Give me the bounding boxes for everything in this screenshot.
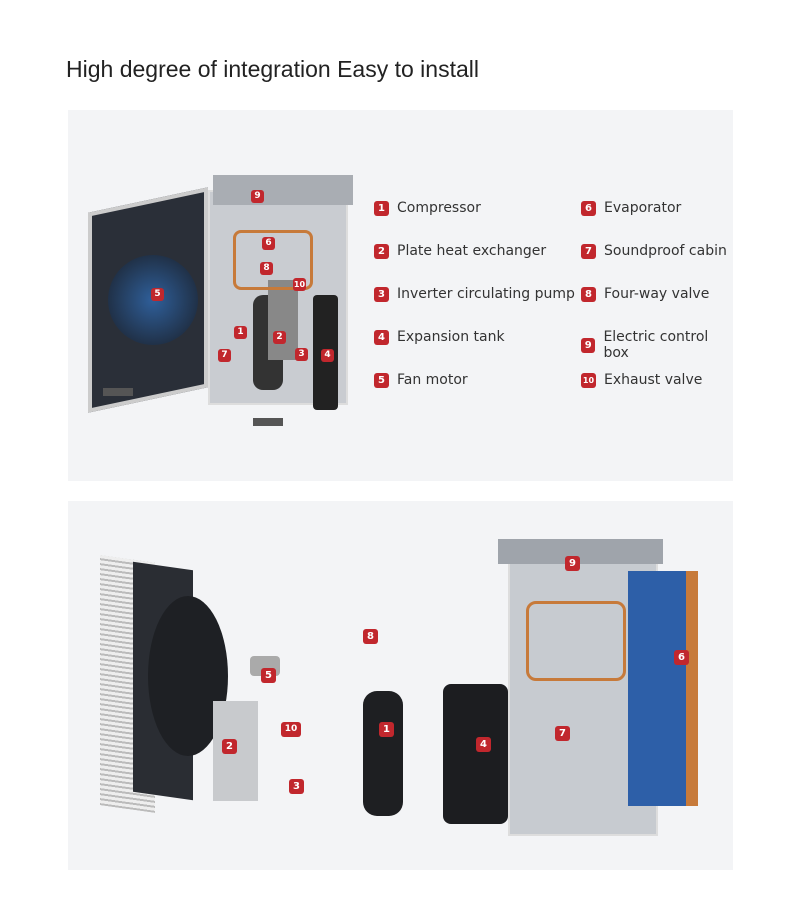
callout-badge-7: 7	[555, 726, 570, 741]
legend-item: 7 Soundproof cabin	[581, 243, 727, 259]
legend-item: 1 Compressor	[374, 200, 481, 216]
callout-badge-3: 3	[289, 779, 304, 794]
callout-badge-6: 6	[262, 237, 275, 250]
legend-label: Compressor	[397, 200, 481, 216]
legend-item: 2 Plate heat exchanger	[374, 243, 546, 259]
callout-badge-8: 8	[260, 262, 273, 275]
number-badge: 1	[374, 200, 389, 216]
number-badge: 7	[581, 243, 596, 259]
page-title: High degree of integration Easy to insta…	[66, 56, 479, 82]
legend-label: Four-way valve	[604, 286, 710, 302]
callout-badge-1: 1	[379, 722, 394, 737]
legend-item: 5 Fan motor	[374, 372, 468, 388]
legend-item: 6 Evaporator	[581, 200, 681, 216]
number-badge: 3	[374, 286, 389, 302]
assembled-unit-panel: 9 6 8 10 5 1 2 7 3 4 1 Compressor 2 Plate …	[68, 110, 733, 481]
callout-badge-8: 8	[363, 629, 378, 644]
callout-badge-7: 7	[218, 349, 231, 362]
number-badge: 5	[374, 372, 389, 388]
legend-label: Electric control box	[603, 329, 709, 361]
legend-label: Expansion tank	[397, 329, 505, 345]
callout-badge-9: 9	[251, 190, 264, 203]
number-badge: 9	[581, 337, 596, 353]
callout-badge-5: 5	[151, 288, 164, 301]
callout-badge-10: 10	[281, 722, 301, 737]
callout-badge-3: 3	[295, 348, 308, 361]
callout-badge-2: 2	[222, 739, 237, 754]
legend-item: 3 Inverter circulating pump	[374, 286, 575, 302]
callout-badge-4: 4	[476, 737, 491, 752]
legend-label: Evaporator	[604, 200, 682, 216]
legend-item: 10 Exhaust valve	[581, 372, 702, 388]
number-badge: 6	[581, 200, 596, 216]
number-badge: 8	[581, 286, 596, 302]
legend-item: 4 Expansion tank	[374, 329, 505, 345]
callout-badge-10: 10	[293, 278, 306, 291]
callout-badge-2: 2	[273, 331, 286, 344]
legend-label: Soundproof cabin	[604, 243, 727, 259]
number-badge: 2	[374, 243, 389, 259]
callout-badge-6: 6	[674, 650, 689, 665]
callout-badge-4: 4	[321, 349, 334, 362]
legend-label: Plate heat exchanger	[397, 243, 547, 259]
number-badge: 10	[581, 372, 596, 388]
callout-badge-9: 9	[565, 556, 580, 571]
callout-badge-5: 5	[261, 668, 276, 683]
legend-label: Fan motor	[397, 372, 468, 388]
callout-badge-1: 1	[234, 326, 247, 339]
number-badge: 4	[374, 329, 389, 345]
legend-label: Inverter circulating pump	[397, 286, 575, 302]
legend-label: Exhaust valve	[604, 372, 703, 388]
legend-item: 9 Electric control box	[581, 329, 733, 361]
exploded-view-panel: 9 8 6 5 10 1 7 4 2 3	[68, 501, 733, 870]
legend-item: 8 Four-way valve	[581, 286, 709, 302]
